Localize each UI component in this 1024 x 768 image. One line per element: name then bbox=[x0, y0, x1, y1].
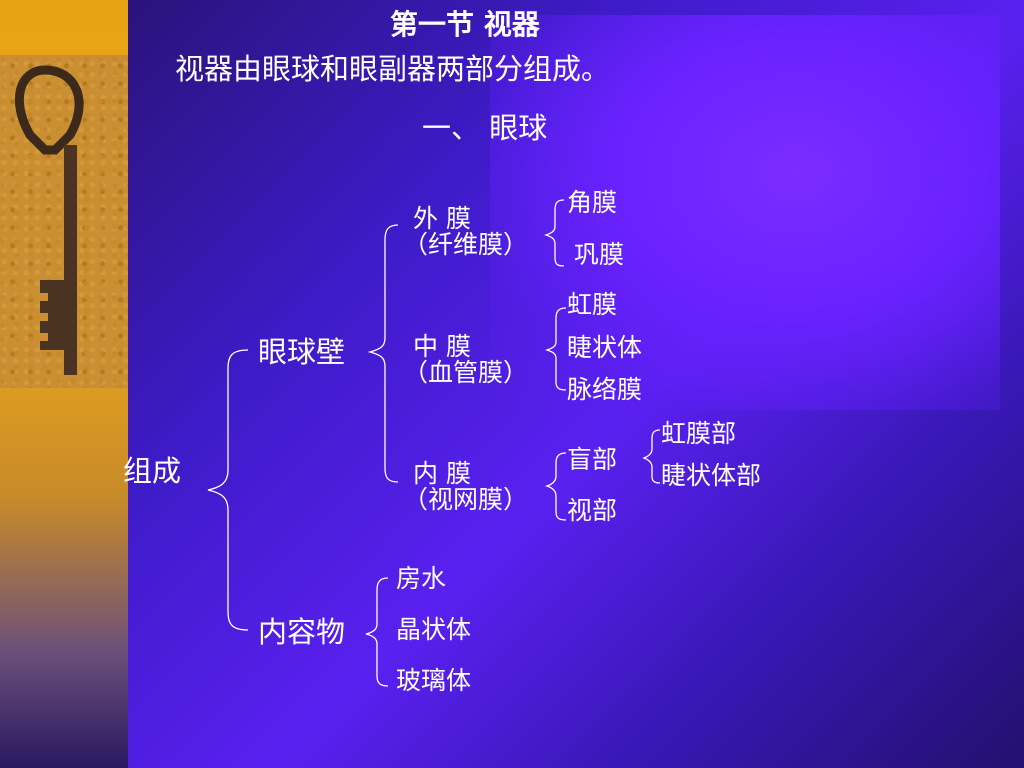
middle-part-choroid: 脉络膜 bbox=[567, 375, 643, 404]
outer-layer-alias: （纤维膜） bbox=[403, 230, 529, 259]
wall-label: 眼球壁 bbox=[258, 335, 346, 369]
inner-blind-part: 盲部 bbox=[567, 445, 618, 474]
content-aqueous: 房水 bbox=[396, 564, 447, 593]
section-heading: 一、 眼球 bbox=[422, 111, 548, 145]
background-glow bbox=[490, 15, 1000, 410]
inner-brace bbox=[544, 452, 567, 521]
contents-brace bbox=[365, 577, 389, 687]
wall-brace bbox=[367, 224, 399, 483]
middle-part-ciliary: 睫状体 bbox=[567, 333, 643, 362]
root-label: 组成 bbox=[123, 454, 182, 488]
inner-optic-part: 视部 bbox=[567, 496, 618, 525]
middle-brace bbox=[544, 307, 567, 391]
inner-layer-alias: （视网膜） bbox=[403, 485, 529, 514]
blind-brace bbox=[642, 429, 661, 484]
outer-part-cornea: 角膜 bbox=[567, 188, 618, 217]
key-icon bbox=[14, 65, 84, 375]
slide-subtitle: 视器由眼球和眼副器两部分组成。 bbox=[175, 52, 611, 86]
key-photo bbox=[0, 55, 128, 388]
outer-brace bbox=[543, 199, 565, 267]
slide-title: 第一节 视器 bbox=[390, 8, 540, 41]
middle-part-iris: 虹膜 bbox=[567, 290, 618, 319]
blind-part-ciliary: 睫状体部 bbox=[661, 461, 762, 490]
content-lens: 晶状体 bbox=[396, 615, 472, 644]
root-brace bbox=[207, 349, 249, 631]
content-vitreous: 玻璃体 bbox=[396, 666, 472, 695]
blind-part-iris: 虹膜部 bbox=[661, 419, 737, 448]
middle-layer-label: 中 膜 bbox=[413, 332, 471, 361]
outer-part-sclera: 巩膜 bbox=[574, 240, 625, 269]
middle-layer-alias: （血管膜） bbox=[403, 358, 529, 387]
outer-layer-label: 外 膜 bbox=[413, 204, 471, 233]
contents-label: 内容物 bbox=[258, 615, 346, 649]
inner-layer-label: 内 膜 bbox=[413, 459, 471, 488]
